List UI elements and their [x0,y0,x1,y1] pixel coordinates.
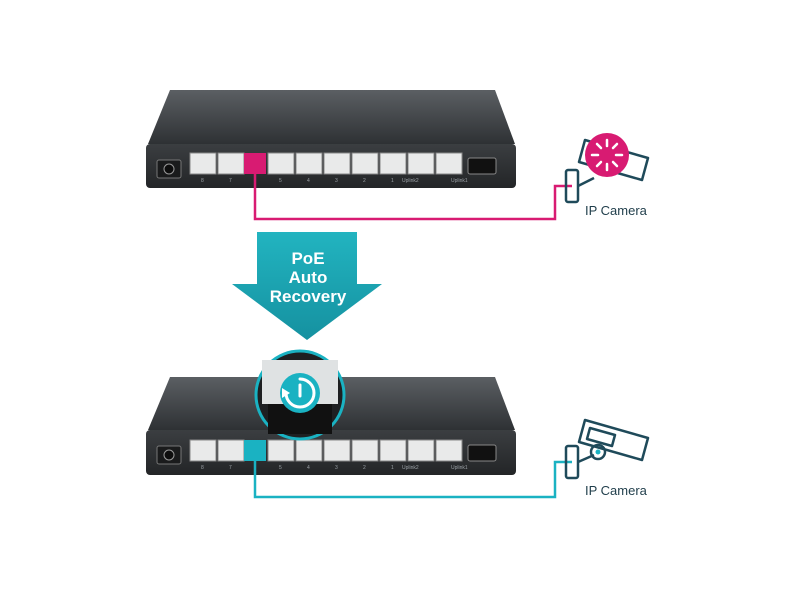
ethernet-port [267,152,295,175]
power-jack-bottom-socket [163,449,175,461]
ethernet-port [217,152,245,175]
camera-label-top: IP Camera [585,203,647,218]
camera-label-bottom: IP Camera [585,483,647,498]
svg-text:1: 1 [391,465,394,471]
switch-top-lid [148,90,515,144]
svg-text:7: 7 [229,178,232,184]
ethernet-port [295,152,323,175]
power-jack-top-socket [163,163,175,175]
ethernet-port [379,152,407,175]
svg-text:8: 8 [201,178,204,184]
svg-text:5: 5 [279,178,282,184]
svg-text:Uplink2: Uplink2 [402,178,419,184]
recovery-arrow [232,232,382,340]
svg-text:Uplink1: Uplink1 [451,465,468,471]
cable-top [253,174,572,221]
svg-text:4: 4 [307,465,310,471]
ethernet-port [351,439,379,462]
ethernet-port [351,152,379,175]
port-labels-bottom: 8 7 5 4 3 2 1 Uplink2 Uplink1 [201,465,468,471]
svg-text:Uplink2: Uplink2 [402,465,419,471]
ethernet-port [407,439,435,462]
sfp-port-bottom [467,444,497,462]
ethernet-port-active [244,153,266,174]
ethernet-port [407,152,435,175]
switch-top: 8 7 5 4 3 2 1 Uplink2 Uplink1 [146,90,516,188]
sfp-port-top [467,157,497,175]
ethernet-port [189,152,217,175]
ethernet-port [379,439,407,462]
svg-text:5: 5 [279,465,282,471]
ethernet-port [435,439,463,462]
cable-bottom [253,460,572,499]
ethernet-port [435,152,463,175]
arrow-label-line-3: Recovery [269,287,347,306]
svg-text:3: 3 [335,465,338,471]
ethernet-port [189,439,217,462]
ip-camera-icon [564,418,650,480]
port-labels-top: 8 7 5 4 3 2 1 Uplink2 Uplink1 [201,178,468,184]
svg-text:Uplink1: Uplink1 [451,178,468,184]
arrow-label-line-1: PoE [291,249,325,268]
ethernet-port [217,439,245,462]
ip-camera-restarting-icon [564,133,650,204]
svg-text:2: 2 [363,465,366,471]
ethernet-port-active [244,440,266,461]
svg-text:4: 4 [307,178,310,184]
svg-text:1: 1 [391,178,394,184]
svg-text:3: 3 [335,178,338,184]
arrow-label-line-2: Auto [288,268,328,287]
svg-text:8: 8 [201,465,204,471]
ethernet-ports-top [189,152,463,175]
ethernet-port [267,439,295,462]
ethernet-port [323,439,351,462]
ethernet-port [323,152,351,175]
ethernet-port [295,439,323,462]
ethernet-ports-bottom [189,439,463,462]
port-magnifier [254,349,346,441]
arrow-label: PoE Auto Recovery [258,249,358,306]
svg-text:7: 7 [229,465,232,471]
svg-text:2: 2 [363,178,366,184]
